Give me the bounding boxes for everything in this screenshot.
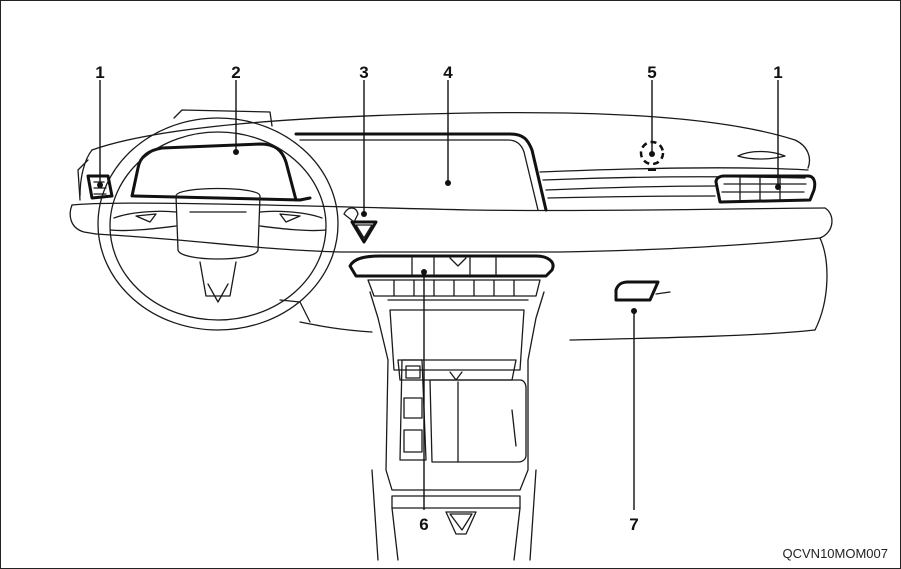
center-console bbox=[369, 291, 545, 561]
callout-label: 1 bbox=[773, 63, 782, 82]
dashboard-outline bbox=[69, 111, 833, 341]
start-button-area bbox=[343, 207, 378, 244]
callout-label: 5 bbox=[647, 63, 656, 82]
callout-label: 7 bbox=[629, 515, 638, 534]
callout-labels: 1 2 3 4 5 1 6 7 bbox=[95, 63, 782, 534]
right-air-vent bbox=[714, 174, 817, 204]
glovebox-button bbox=[614, 280, 671, 302]
callout-leaders bbox=[97, 80, 781, 510]
callout-label: 1 bbox=[95, 63, 104, 82]
steering-wheel bbox=[97, 117, 339, 331]
figure-code: QCVN10MOM007 bbox=[783, 546, 888, 561]
callout-label: 6 bbox=[419, 515, 428, 534]
center-vent-switch-bank bbox=[348, 254, 555, 297]
center-display bbox=[294, 132, 548, 212]
callout-label: 3 bbox=[359, 63, 368, 82]
instrument-cluster bbox=[130, 109, 312, 202]
callout-label: 2 bbox=[231, 63, 240, 82]
callout-label: 4 bbox=[443, 63, 453, 82]
